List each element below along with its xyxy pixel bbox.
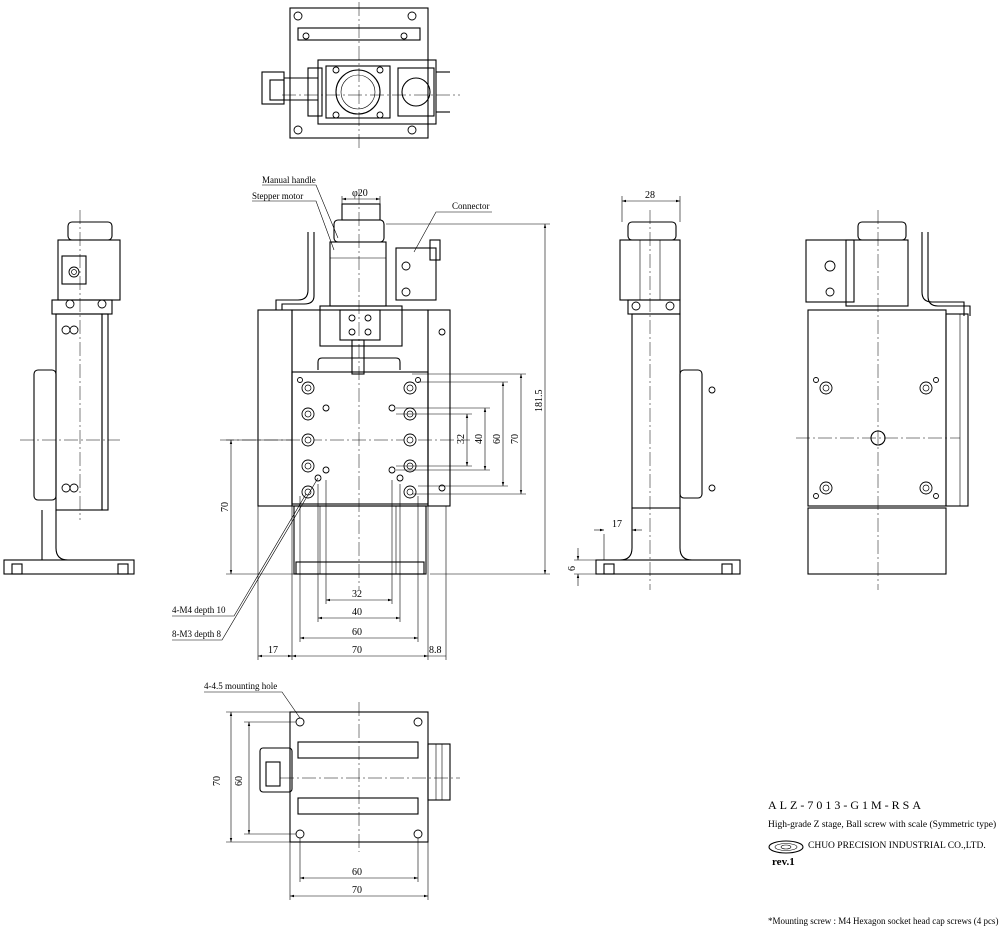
dim-70-vertical: 70 <box>510 434 521 444</box>
top-view-holes <box>293 11 417 135</box>
front-view-holes <box>297 328 446 499</box>
dim-28: 28 <box>645 190 655 201</box>
dim-17-bottom: 17 <box>268 645 278 656</box>
connector-label: Connector <box>452 201 490 211</box>
front-view <box>220 190 470 590</box>
manual-handle-label: Manual handle <box>262 175 316 185</box>
product-description: High-grade Z stage, Ball screw with scal… <box>768 820 997 830</box>
bottom-dim-60-vertical: 60 <box>234 776 245 786</box>
dim-60-horizontal: 60 <box>352 627 362 638</box>
dim-32-vertical: 32 <box>456 434 467 444</box>
front-view-dimensions <box>172 184 550 660</box>
dim-6: 6 <box>567 566 578 571</box>
dim-40-horizontal: 40 <box>352 607 362 618</box>
rear-view <box>796 210 971 590</box>
company-logo <box>768 840 804 854</box>
top-view <box>261 2 460 148</box>
dim-17-side: 17 <box>612 519 622 530</box>
left-side-view <box>3 210 135 575</box>
dim-40-vertical: 40 <box>474 434 485 444</box>
bottom-dim-70-vertical: 70 <box>212 776 223 786</box>
dim-8-8: 8.8 <box>429 645 442 656</box>
company-name: CHUO PRECISION INDUSTRIAL CO.,LTD. <box>808 841 986 851</box>
m4-depth-label: 4-M4 depth 10 <box>172 605 226 615</box>
bottom-dim-60-horizontal: 60 <box>352 867 362 878</box>
dim-181-5: 181.5 <box>534 390 545 413</box>
dim-70-bottom: 70 <box>352 645 362 656</box>
right-side-view <box>574 196 741 590</box>
bottom-dim-70-horizontal: 70 <box>352 885 362 896</box>
bottom-view <box>204 691 460 900</box>
mounting-hole-label: 4-4.5 mounting hole <box>204 681 277 691</box>
dim-60-vertical: 60 <box>492 434 503 444</box>
dim-32-horizontal: 32 <box>352 589 362 600</box>
mounting-screw-note: *Mounting screw : M4 Hexagon socket head… <box>768 916 999 926</box>
m3-depth-label: 8-M3 depth 8 <box>172 629 221 639</box>
dim-70-left: 70 <box>220 502 231 512</box>
model-number: ALZ-7013-G1M-RSA <box>768 798 924 812</box>
revision: rev.1 <box>772 856 795 868</box>
dim-phi20: φ20 <box>352 188 368 199</box>
stepper-motor-label: Stepper motor <box>252 191 303 201</box>
